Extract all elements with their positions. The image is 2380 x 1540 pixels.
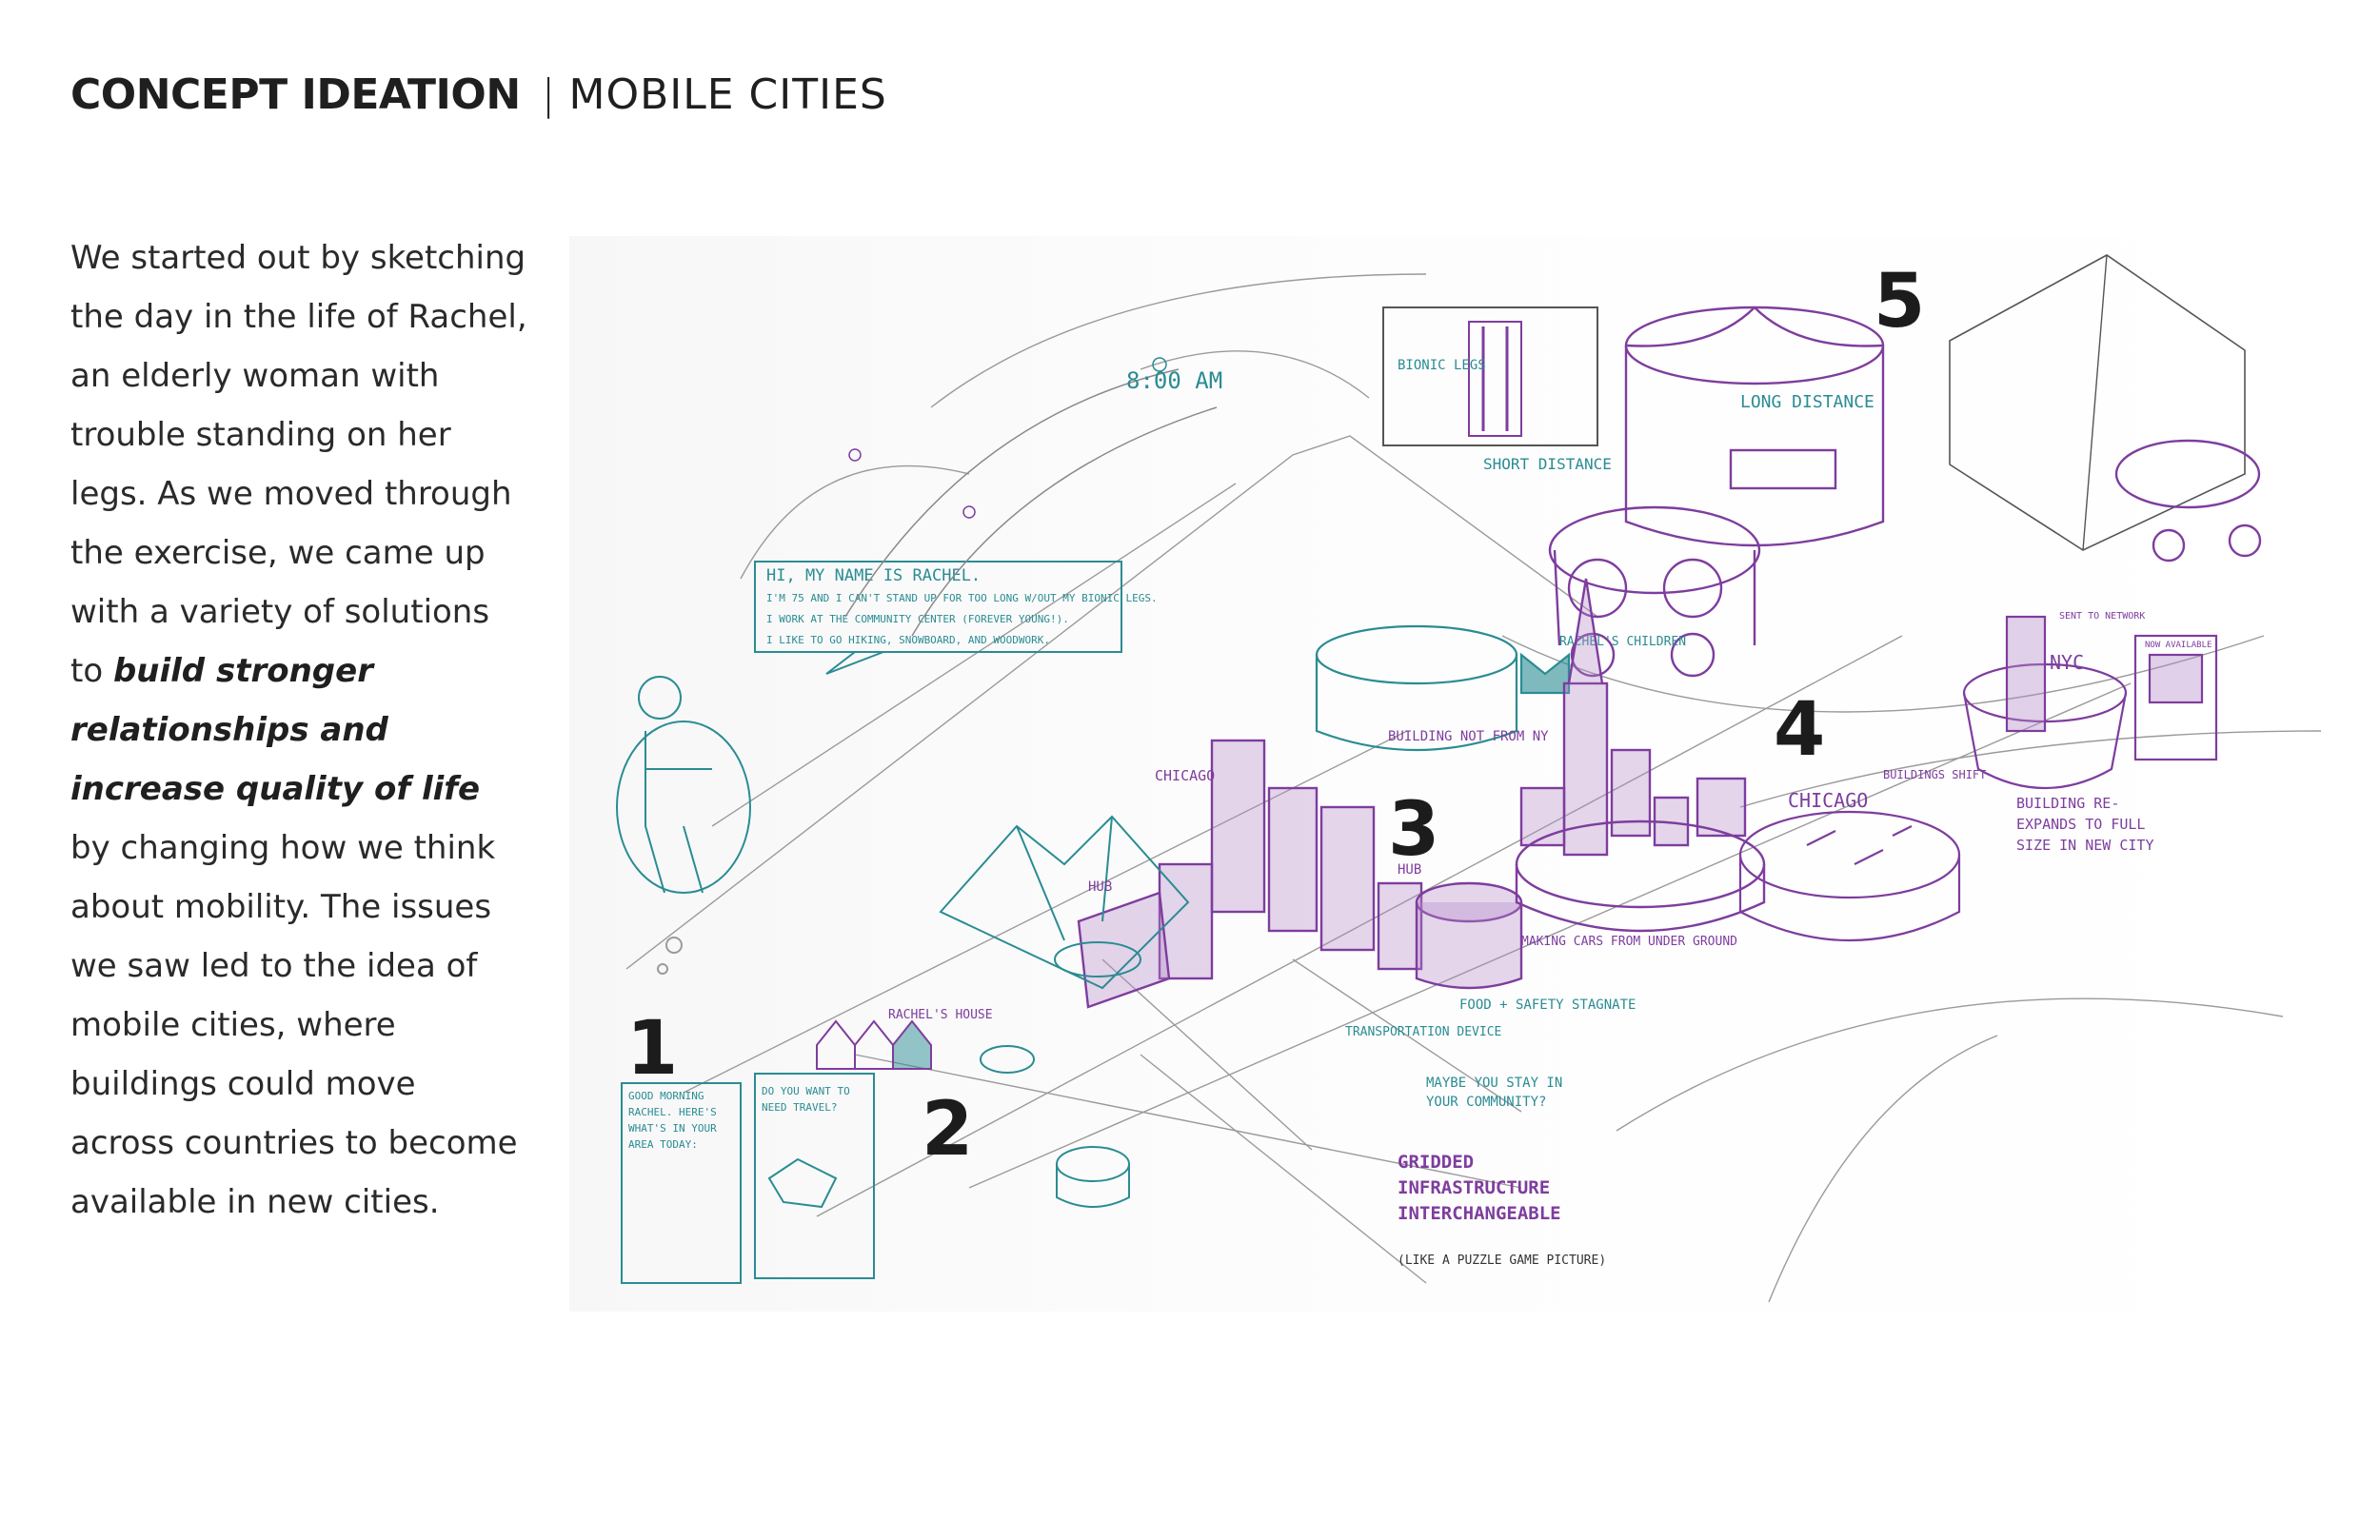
mountain-sketch: [939, 815, 1190, 990]
hub-note-right: HUB: [1398, 862, 1421, 878]
page-subtitle: MOBILE CITIES: [568, 70, 887, 119]
step-number-5: 5: [1874, 259, 1925, 345]
rachels-house-sketch: [816, 1019, 932, 1070]
rachel-figure: [616, 676, 751, 975]
gridded-note-box: GRIDDED INFRASTRUCTURE INTERCHANGEABLE: [1398, 1152, 1561, 1224]
transport-pods-sketch: [980, 1045, 1130, 1208]
rachels-house-note: RACHEL'S HOUSE: [888, 1008, 993, 1022]
hub-enclosure: [1315, 624, 1571, 752]
title-separator: |: [541, 70, 556, 119]
phone-1-note-box: GOOD MORNING RACHEL. HERE'S WHAT'S IN YO…: [628, 1090, 717, 1151]
step-number-3: 3: [1388, 787, 1439, 873]
description-paragraph: We started out by sketching the day in t…: [70, 228, 527, 1232]
nyc-note: NYC: [2050, 651, 2084, 674]
description-intro: We started out by sketching the day in t…: [70, 239, 527, 690]
sketch-drawing: HI, MY NAME IS RACHEL. I'M 75 AND I CAN'…: [616, 254, 2321, 1303]
pencil-lines: [625, 273, 2321, 1303]
mobile-domes-sketch: [1548, 254, 2262, 678]
nyc-platform-sketch: [1962, 615, 2218, 789]
step-number-1: 1: [626, 1006, 678, 1092]
chicago-skyline-sketch: [1077, 739, 1523, 1009]
step-number-2: 2: [922, 1087, 973, 1173]
chicago-note-right: CHICAGO: [1788, 789, 1868, 812]
hill-path: [844, 357, 1218, 637]
game-picture-note: (LIKE A PUZZLE GAME PICTURE): [1398, 1254, 1606, 1268]
long-distance-note: LONG DISTANCE: [1740, 392, 1874, 412]
maybe-stay-note-box: MAYBE YOU STAY IN YOUR COMMUNITY?: [1426, 1076, 1563, 1110]
page-title: CONCEPT IDEATION: [70, 70, 521, 119]
food-safety-note: FOOD + SAFETY STAGNATE: [1459, 997, 1636, 1013]
speech-bubble: HI, MY NAME IS RACHEL. I'M 75 AND I CAN'…: [754, 561, 1158, 675]
short-distance-note: SHORT DISTANCE: [1483, 455, 1612, 473]
concept-sketch: HI, MY NAME IS RACHEL. I'M 75 AND I CAN'…: [569, 236, 2321, 1312]
step-number-4: 4: [1774, 687, 1825, 773]
bionic-legs-note: BIONIC LEGS: [1398, 358, 1486, 373]
maybe-stay-note: MAYBE YOU STAY IN YOUR COMMUNITY?: [1426, 1076, 1563, 1110]
time-note: 8:00 AM: [1126, 367, 1222, 394]
re-expands-note-box: BUILDING RE-EXPANDS TO FULL SIZE IN NEW …: [2016, 795, 2154, 854]
buildings-shift-note: BUILDINGS SHIFT: [1883, 768, 1986, 781]
speech-line-4: I LIKE TO GO HIKING, SNOWBOARD, AND WOOD…: [766, 634, 1050, 646]
description-emphasis: build stronger relationships and increas…: [70, 652, 481, 808]
phone-2-note-box: DO YOU WANT TO NEED TRAVEL?: [762, 1085, 850, 1114]
tower-platform-sketch: [1515, 578, 1766, 933]
gridded-note: GRIDDED INFRASTRUCTURE INTERCHANGEABLE: [1398, 1152, 1561, 1224]
speech-line-3: I WORK AT THE COMMUNITY CENTER (FOREVER …: [766, 613, 1069, 625]
chicago-platform-sketch: [1738, 810, 1961, 942]
chicago-note-left: CHICAGO: [1155, 767, 1215, 784]
description-outro: by changing how we think about mobility.…: [70, 829, 518, 1221]
phone-screens-sketch: [621, 1073, 875, 1284]
transportation-note: TRANSPORTATION DEVICE: [1345, 1025, 1501, 1039]
speech-line-2: I'M 75 AND I CAN'T STAND UP FOR TOO LONG…: [766, 592, 1158, 604]
re-expands-note: BUILDING RE-EXPANDS TO FULL SIZE IN NEW …: [2016, 795, 2154, 854]
page-header: CONCEPT IDEATION |MOBILE CITIES: [70, 70, 887, 137]
making-cars-note: MAKING CARS FROM UNDER GROUND: [1521, 935, 1737, 949]
sent-to-network-note: SENT TO NETWORK: [2059, 611, 2145, 622]
buildings-from-ny-note: BUILDING NOT FROM NY: [1388, 729, 1549, 744]
rachels-children-note: RACHEL'S CHILDREN: [1559, 635, 1686, 649]
phone-1-note: GOOD MORNING RACHEL. HERE'S WHAT'S IN YO…: [628, 1090, 717, 1151]
bionic-legs-sketch: BIONIC LEGS: [1382, 306, 1598, 446]
hub-note-left: HUB: [1088, 879, 1112, 895]
phone-2-note: DO YOU WANT TO NEED TRAVEL?: [762, 1085, 850, 1114]
now-available-note: NOW AVAILABLE: [2145, 641, 2211, 650]
